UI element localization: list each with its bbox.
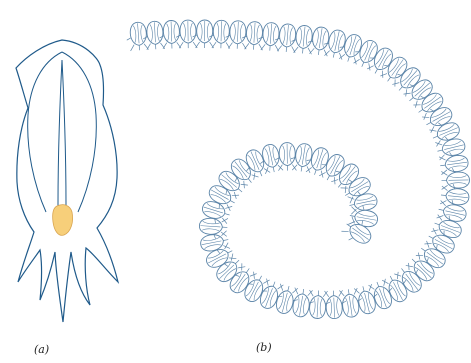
cell-body-outline [16, 40, 118, 322]
panel-b-spiral-colony [126, 20, 471, 319]
panel-a-single-cell [16, 40, 118, 322]
nucleus [53, 205, 73, 236]
spiral-cells [126, 20, 471, 319]
panel-label-b: (b) [256, 341, 272, 354]
panel-label-a: (a) [34, 343, 49, 356]
